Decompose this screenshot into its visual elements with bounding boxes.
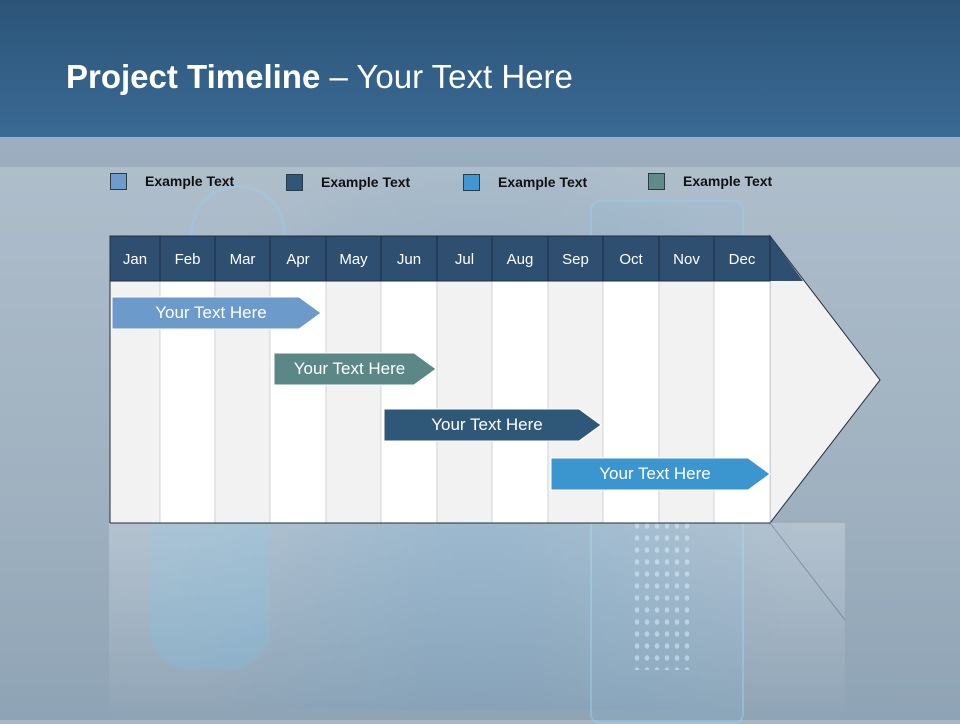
legend-label: Example Text [683, 173, 773, 189]
reflection-edge [769, 522, 846, 621]
legend-item: Example Text [463, 172, 587, 192]
month-label: Apr [286, 251, 309, 268]
header-band [0, 137, 960, 167]
task-bar-label: Your Text Here [431, 415, 543, 434]
month-label: Nov [673, 251, 700, 268]
legend-item: Example Text [110, 171, 234, 191]
header-bar [0, 0, 960, 137]
page-title-bold: Project Timeline [66, 58, 321, 95]
page-title-rest: – Your Text Here [320, 58, 573, 95]
month-label: May [339, 251, 368, 268]
page-title: Project Timeline – Your Text Here [66, 58, 573, 96]
month-label: Dec [729, 251, 756, 268]
month-header-cell [269, 235, 327, 282]
task-bar [550, 457, 771, 491]
month-header-cell [325, 235, 382, 282]
task-bar [383, 408, 602, 442]
legend-swatch [286, 173, 303, 191]
timeline-arrowhead-header [770, 236, 803, 281]
month-label: Feb [175, 251, 201, 268]
legend-swatch [648, 172, 665, 190]
background-cylinder-graphic [150, 520, 270, 670]
month-header-cell [713, 235, 771, 282]
month-header-cell [658, 235, 715, 282]
month-label: Jan [123, 251, 147, 268]
month-header-cell [214, 235, 271, 282]
month-header-cell [547, 235, 604, 282]
month-column [436, 280, 493, 524]
month-label: Aug [507, 251, 534, 268]
month-label: Oct [619, 251, 643, 268]
month-column [491, 280, 549, 524]
month-label: Mar [230, 251, 256, 268]
month-column [380, 280, 438, 524]
month-header-cell [491, 235, 549, 282]
legend-label: Example Text [498, 174, 588, 190]
task-bar-label: Your Text Here [599, 464, 711, 483]
legend-label: Example Text [145, 173, 235, 189]
month-label: Sep [562, 251, 589, 268]
task-bar-label: Your Text Here [155, 303, 267, 322]
month-header-cell [159, 235, 216, 282]
legend-label: Example Text [321, 174, 411, 190]
month-label: Jun [397, 251, 421, 268]
task-bar-label: Your Text Here [294, 359, 406, 378]
background-dots-graphic [632, 520, 692, 670]
legend-swatch [110, 172, 127, 190]
legend-item: Example Text [648, 171, 772, 191]
month-header-cell [436, 235, 493, 282]
chart-reflection [109, 523, 845, 720]
legend-item: Example Text [286, 172, 410, 192]
month-column [325, 280, 382, 524]
task-bar [111, 296, 322, 330]
task-bar [273, 352, 437, 386]
month-header-cell [109, 235, 161, 282]
month-label: Jul [455, 251, 474, 268]
legend-swatch [463, 173, 480, 191]
month-header-cell [380, 235, 438, 282]
